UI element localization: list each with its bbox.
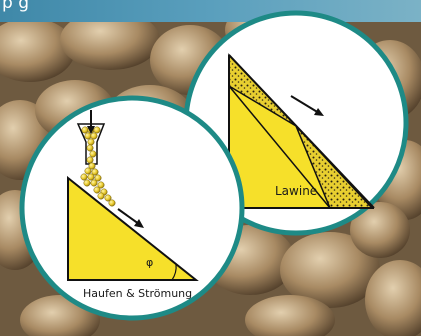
heap-figure (22, 98, 242, 318)
angle-label: φ (146, 256, 153, 269)
heap-circle (22, 98, 242, 318)
heap-caption: Haufen & Strömung (83, 287, 192, 300)
avalanche-caption: Lawine (275, 184, 317, 198)
